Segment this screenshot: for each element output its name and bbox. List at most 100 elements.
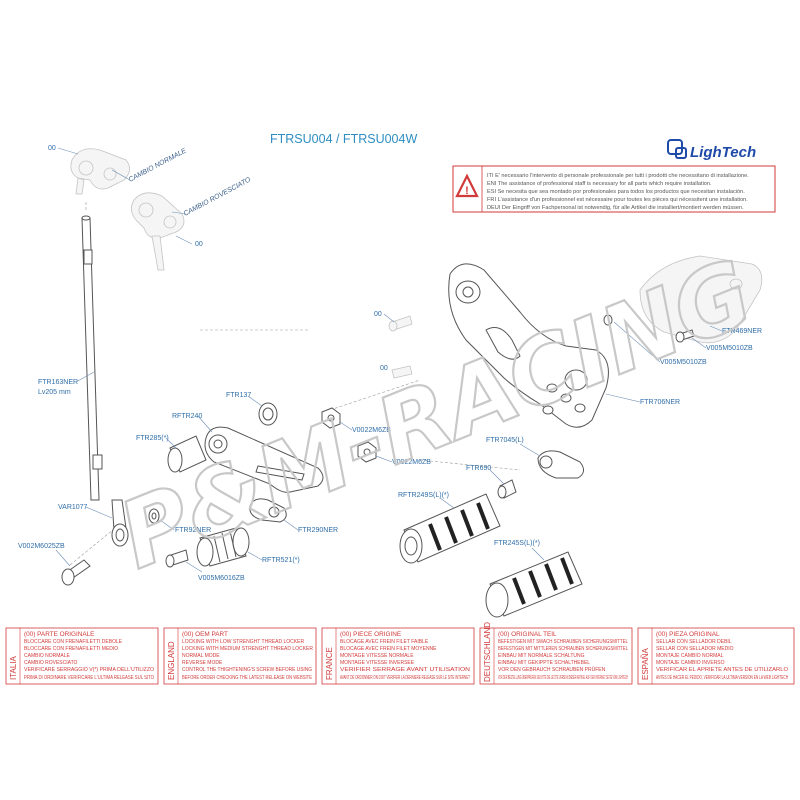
legend-line: CONTROL THE THIGHTENING'S SCREW BEFORE U… (182, 667, 312, 673)
legend-panel-france: FRANCE (00) PIECE ORIGINE BLOCAGE AVEC F… (321, 627, 475, 685)
legend-line: VERIFICARE SERRAGGIO V(*) PRIMA DELL'UTI… (24, 667, 154, 673)
spacer-ftr690 (497, 479, 517, 499)
link-ftr290 (249, 498, 287, 523)
warning-box: ! ITI E' necessario l'intervento di pers… (452, 165, 776, 213)
legend-line: VERIFIER SERRAGE AVANT UTILISATION (340, 667, 470, 673)
legend-line: BLOCCARE CON FRENAFILETTI DEBOLE (24, 639, 123, 645)
screw-v005m5010-b (675, 329, 695, 343)
legend-line: (00) ORIGINAL TEIL (498, 631, 557, 638)
brand-logo-icon (667, 139, 687, 159)
legend-country: ESPAÑA (641, 647, 650, 680)
legend-line: MONTAGE VITESSE NORMALE (340, 653, 414, 659)
footpeg-rftr249 (399, 493, 501, 564)
warning-line-fr: FRI L'assistance d'un professionnel est … (487, 197, 748, 203)
label-oo-right1: 00 (374, 311, 382, 318)
legend-line: NORMAL MODE (182, 653, 220, 659)
oem-screw-right-2 (391, 365, 413, 379)
label-ftr92: FTR92NER (175, 527, 211, 534)
warning-line-en: ENI The assistance of professional staff… (487, 181, 712, 187)
warning-line-es: ESI Se necesita que sea montado por prof… (487, 189, 745, 195)
label-ftr285: FTR285(*) (136, 435, 169, 442)
legend-line: (00) PARTE ORIGINALE (24, 631, 94, 638)
label-v0022m6-a: V0022M6ZB (352, 427, 391, 434)
legend-line: MONTAJE CAMBIO NORMAL (656, 653, 724, 659)
legend-line: MONTAGE VITESSE INVERSEE (340, 660, 415, 666)
legend-line: LOCKING WITH MEDIUM STRENGHT THREAD LOCK… (182, 646, 313, 652)
label-var1077: VAR1077 (58, 504, 88, 511)
label-v005m5010-a: V005M5010ZB (660, 359, 707, 366)
label-v005m6016: V005M6016ZB (198, 575, 245, 582)
washer-ftr92 (148, 508, 160, 524)
label-oo-top: 00 (48, 145, 56, 152)
legend-line: CAMBIO NORMALE (24, 653, 71, 659)
legend-line: REVERSE MODE (182, 660, 223, 666)
legend-line: SELLAR CON SELLADOR MEDIO (656, 646, 734, 652)
label-oo-mid: 00 (195, 241, 203, 248)
warning-triangle-icon: ! (455, 173, 479, 198)
label-lv205: Lv205 mm (38, 389, 71, 396)
legend-line: BLOCCARE CON FRENAFILETTI MEDIO (24, 646, 118, 652)
label-rftr240: RFTR240 (172, 413, 202, 420)
legend-panel-espana: ESPAÑA (00) PIEZA ORIGINAL SELLAR CON SE… (637, 627, 795, 685)
brand-logo: LighTech (667, 139, 756, 161)
brand-name: LighTech (690, 144, 756, 161)
legend-line: (00) OEM PART (182, 631, 228, 638)
gear-lever-plate (204, 426, 324, 493)
label-ftr245: FTR245S(L)(*) (494, 540, 540, 547)
legend-line: (00) PIEZA ORIGINAL (656, 631, 720, 638)
oem-lever-normal (70, 148, 130, 195)
legend-row: ITALIA (00) PARTE ORIGINALE BLOCCARE CON… (5, 622, 795, 685)
legend-line: MONTAJE CAMBIO INVERSO (656, 660, 725, 666)
legend-line: BEFORE ORDER CHECKING THE LATEST RELEASE… (182, 675, 313, 681)
nut-v0022m6-a (321, 407, 341, 429)
label-rftr249: RFTR249S(L)(*) (398, 492, 449, 499)
legend-line: VERIFICAR EL APRIETE ANTES DE UTILIZARLO (656, 667, 788, 673)
label-cambio-normale: CAMBIO NORMALE (128, 147, 188, 183)
legend-line: VOR DER BESTELLUNG ÜBERPRÜFEN SIE BITTE … (498, 674, 628, 681)
spacer-ftr285 (167, 435, 207, 473)
diagram-title: FTRSU004 / FTRSU004W (270, 132, 417, 146)
footpeg-ftr245 (485, 551, 583, 618)
label-v002m6025: V002M6025ZB (18, 543, 65, 550)
screw-v005m6016 (165, 549, 189, 568)
oem-lever-reverse (131, 192, 185, 271)
label-ftr7045: FTR7045(L) (486, 437, 524, 444)
legend-country: FRANCE (325, 647, 334, 680)
label-v0022m6-b: V0022M6ZB (392, 459, 431, 466)
legend-line: VOR DEN GEBRAUCH SCHRAUBEN PRÜFEN (498, 666, 606, 673)
peg-support-ftr7045 (537, 450, 584, 479)
label-ftr469: FTR469NER (722, 328, 762, 335)
legend-line: SELLAR CON SELLADOR DEBIL (656, 639, 732, 645)
legend-line: (00) PIECE ORIGINE (340, 631, 401, 638)
legend-line: EINBAU MIT NORMALE SCHALTUNG (498, 653, 585, 659)
label-ftr690: FTR690 (466, 465, 491, 472)
linkage-rod (81, 215, 129, 547)
screw-v005m5010-a (603, 314, 613, 326)
legend-panel-england: ENGLAND (00) OEM PART LOCKING WITH LOW S… (163, 627, 317, 685)
label-ftr163: FTR163NER (38, 379, 78, 386)
legend-line: BEFESTIGEN MIT MITTLEREN SCHRAUBEN SICHE… (498, 646, 628, 652)
legend-line: BLOCAGE AVEC FREIN FILET FAIBLE (340, 639, 429, 645)
label-ftr706: FTR706NER (640, 399, 680, 406)
legend-line: PRIMA DI ORDINARE VERIFICARE L'ULTIMA RE… (24, 675, 154, 681)
legend-country: ITALIA (9, 655, 18, 680)
gear-peg-rftr521 (196, 527, 250, 567)
legend-panel-italia: ITALIA (00) PARTE ORIGINALE BLOCCARE CON… (5, 627, 159, 685)
spacer-ftr137 (258, 402, 278, 426)
legend-line: LOCKING WITH LOW STRENGHT THREAD LOCKER (182, 639, 304, 645)
svg-text:!: ! (465, 185, 469, 197)
label-ftr290: FTR290NER (298, 527, 338, 534)
label-rftr521: RFTR521(*) (262, 557, 300, 564)
legend-country: DEUTSCHLAND (483, 622, 492, 682)
screw-v002m6025 (61, 559, 91, 586)
warning-line-de: DEUI Der Eingriff von Fachpersonal ist n… (487, 205, 744, 211)
legend-line: CAMBIO ROVESCIATO (24, 660, 78, 666)
warning-line-it: ITI E' necessario l'intervento di person… (487, 173, 749, 179)
oem-screw-right-1 (388, 315, 413, 332)
main-bracket-ftr706 (448, 263, 609, 428)
legend-line: BEFESTIGEN MIT SWACH SCHRAUBEN SICHERUNG… (498, 639, 628, 645)
label-oo-right2: 00 (380, 365, 388, 372)
legend-line: ANTES DE HACER EL PEDIDO, VERIFICAR LA U… (656, 675, 788, 681)
plate-ftr469 (639, 255, 763, 344)
